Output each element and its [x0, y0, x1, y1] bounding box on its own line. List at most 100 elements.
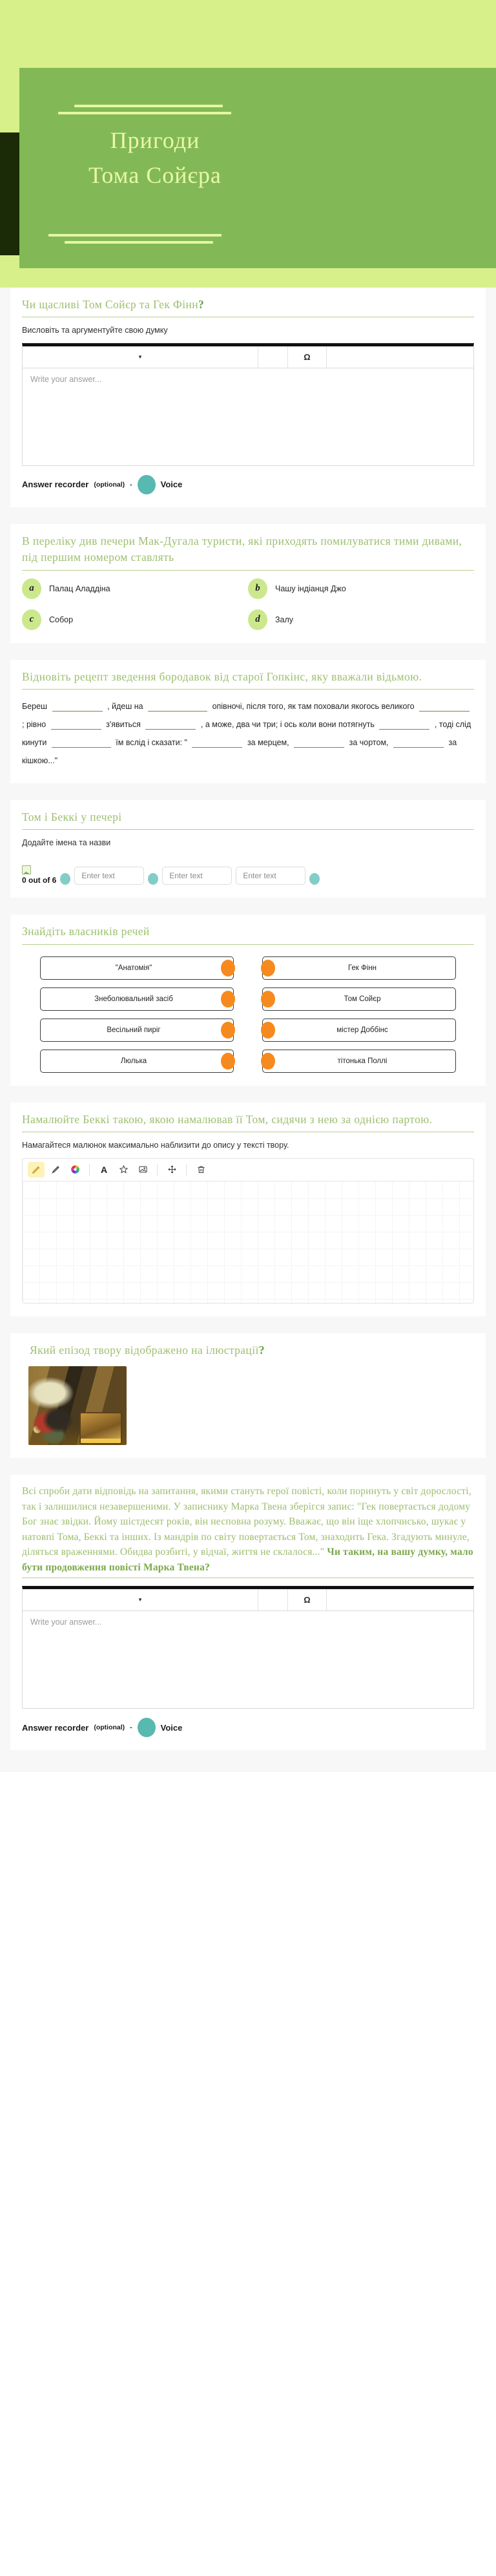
hotspot-marker-1[interactable]	[60, 873, 71, 885]
brush-icon[interactable]	[47, 1162, 64, 1177]
image-icon[interactable]	[134, 1162, 151, 1177]
cloze-blank-2[interactable]	[148, 711, 208, 712]
match-connector-right-3[interactable]	[261, 1021, 275, 1039]
worksheet-page: Пригоди Тома Сойєра Чи щасливі Том Сойєр…	[0, 0, 496, 1772]
label-input-2[interactable]: Enter text	[162, 867, 232, 885]
question-1-subtitle: Висловіть та аргументуйте свою думку	[22, 326, 168, 335]
match-right-3[interactable]: містер Доббінс	[261, 1018, 456, 1042]
label-input-1[interactable]: Enter text	[74, 867, 145, 885]
choice-label-b: Чашу індіанця Джо	[275, 584, 346, 593]
cloze-blank-1[interactable]	[52, 711, 103, 712]
drawing-toolbar-6: A	[23, 1159, 473, 1181]
move-icon[interactable]	[163, 1162, 180, 1177]
cloze-blank-4[interactable]	[50, 729, 101, 730]
hero-decor-lines-top	[58, 100, 231, 119]
match-connector-left-2[interactable]	[221, 990, 235, 1008]
cloze-blank-6[interactable]	[379, 729, 430, 730]
match-connector-left-1[interactable]	[221, 959, 235, 977]
text-icon[interactable]: A	[100, 1164, 108, 1175]
broken-image-icon	[22, 865, 31, 875]
style-dropdown-1[interactable]: ▾	[23, 346, 258, 368]
chevron-down-icon: ▾	[138, 353, 142, 360]
answer-textarea-1[interactable]: Write your answer...	[30, 374, 102, 384]
choice-option-a[interactable]: a Палац Аладдіна	[22, 578, 248, 599]
rich-text-editor-1[interactable]: ▾ Ω Write your answer...	[22, 343, 474, 466]
progress-counter-wrap-4: 0 out of 6	[22, 865, 56, 885]
drawing-canvas-6[interactable]	[23, 1181, 473, 1303]
choice-label-c: Собор	[49, 615, 74, 624]
match-left-label-3: Весільний пиріг	[40, 1018, 234, 1042]
special-character-button-1[interactable]: Ω	[288, 346, 327, 368]
editor-spacer-8	[258, 1589, 288, 1611]
hotspot-marker-3[interactable]	[309, 873, 320, 885]
match-connector-left-4[interactable]	[221, 1052, 235, 1070]
choice-key-c: c	[22, 609, 41, 630]
match-connector-right-2[interactable]	[261, 990, 275, 1008]
question-6-title: Намалюйте Беккі такою, якою намалював її…	[22, 1112, 433, 1126]
question-1-title-text: Чи щасливі Том Сойєр та Гек Фінн	[22, 298, 199, 311]
star-icon[interactable]	[115, 1162, 132, 1177]
matching-grid-5: "Анатомія" Гек Фінн Знеболювальний засіб…	[22, 953, 474, 1073]
match-right-4[interactable]: тітонька Поллі	[261, 1049, 456, 1073]
divider	[22, 689, 474, 690]
hotspot-marker-2[interactable]	[148, 873, 159, 885]
cloze-blank-10[interactable]	[393, 747, 444, 748]
editor-toolbar-filler-1	[327, 346, 473, 368]
question-1-mark: ?	[198, 298, 205, 311]
passage-plain-text: Всі спроби дати відповідь на запитання, …	[22, 1486, 471, 1558]
cloze-blank-3[interactable]	[419, 711, 470, 712]
cloze-text: , йдеш на	[107, 702, 143, 711]
microphone-icon[interactable]	[137, 474, 156, 494]
answer-recorder-8: Answer recorder (optional) - Voice	[22, 1718, 474, 1738]
question-card-7: Який епізод твору відображено на ілюстра…	[10, 1333, 486, 1458]
cloze-blank-9[interactable]	[294, 747, 345, 748]
recorder-voice-label-8: Voice	[160, 1722, 183, 1733]
match-left-2[interactable]: Знеболювальний засіб	[40, 987, 235, 1011]
choice-option-d[interactable]: d Залу	[248, 609, 474, 630]
match-left-label-4: Люлька	[40, 1049, 234, 1073]
match-right-1[interactable]: Гек Фінн	[261, 956, 456, 980]
cloze-text: їм вслід і сказати: "	[116, 738, 187, 748]
match-right-label-2: Том Сойєр	[262, 987, 456, 1011]
answer-textarea-8[interactable]: Write your answer...	[30, 1618, 102, 1627]
style-dropdown-8[interactable]: ▾	[23, 1589, 258, 1611]
choice-option-c[interactable]: c Собор	[22, 609, 248, 630]
hero-decor-lines-bottom	[48, 229, 226, 248]
chevron-down-icon: ▾	[138, 1596, 142, 1603]
match-right-2[interactable]: Том Сойєр	[261, 987, 456, 1011]
choice-label-d: Залу	[275, 615, 294, 624]
rich-text-editor-8[interactable]: ▾ Ω Write your answer...	[22, 1586, 474, 1709]
match-left-1[interactable]: "Анатомія"	[40, 956, 235, 980]
pencil-icon[interactable]	[28, 1161, 45, 1177]
match-left-3[interactable]: Весільний пиріг	[40, 1018, 235, 1042]
match-left-4[interactable]: Люлька	[40, 1049, 235, 1073]
match-connector-left-3[interactable]	[221, 1021, 235, 1039]
passage-bold-question: Чи таким, на вашу думку, мало бути продо…	[22, 1547, 473, 1573]
trash-icon[interactable]	[192, 1162, 209, 1177]
color-wheel-icon[interactable]	[67, 1162, 83, 1177]
page-title-line1: Пригоди	[110, 127, 200, 153]
match-left-label-2: Знеболювальний засіб	[40, 987, 234, 1011]
editor-toolbar-8: ▾ Ω	[23, 1589, 473, 1612]
choice-option-b[interactable]: b Чашу індіанця Джо	[248, 578, 474, 599]
match-connector-right-1[interactable]	[261, 959, 275, 977]
cloze-blank-8[interactable]	[192, 747, 243, 748]
microphone-icon[interactable]	[137, 1718, 156, 1738]
special-character-button-8[interactable]: Ω	[288, 1589, 327, 1611]
editor-toolbar-1: ▾ Ω	[23, 346, 473, 368]
page-title-line2: Тома Сойєра	[88, 162, 222, 188]
match-right-label-4: тітонька Поллі	[262, 1049, 456, 1073]
match-connector-right-4[interactable]	[261, 1052, 275, 1070]
cloze-blank-5[interactable]	[145, 729, 196, 730]
choice-key-d: d	[248, 609, 267, 630]
question-card-3: Відновіть рецепт зведення бородавок від …	[10, 659, 486, 783]
cloze-paragraph-3: Береш , йдеш на опівночі, після того, як…	[22, 697, 474, 770]
cloze-text: , а може, два чи три; і ось коли вони по…	[200, 720, 375, 730]
label-input-3[interactable]: Enter text	[236, 867, 306, 885]
cloze-blank-7[interactable]	[51, 747, 111, 748]
cloze-text: ; рівно	[22, 720, 46, 730]
cloze-text: за чортом,	[349, 738, 389, 748]
choice-list-2: a Палац Аладдіна b Чашу індіанця Джо c С…	[22, 578, 474, 630]
question-4-title: Том і Беккі у печері	[22, 810, 122, 823]
choice-label-a: Палац Аладдіна	[49, 584, 110, 593]
